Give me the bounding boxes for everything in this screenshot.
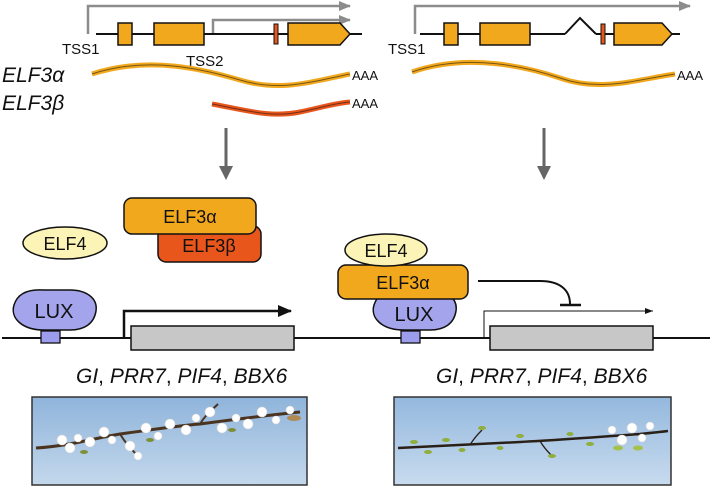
left-gene-model: TSS1 TSS2 ELF3α AAA ELF3β AAA — [2, 1, 378, 117]
left-elf3a-label: ELF3α — [163, 207, 216, 227]
right-gene-bbx6: BBX6 — [594, 365, 648, 388]
left-photo-flowering-branch — [31, 396, 308, 486]
right-target-genes: GI, PRR7, PIF4, BBX6 — [436, 365, 648, 388]
left-gene-pif4: PIF4 — [178, 365, 222, 388]
left-exon-3 — [273, 23, 279, 45]
right-tss1-arrow — [413, 1, 691, 34]
left-tss2-label: TSS2 — [186, 53, 224, 70]
left-exon-4 — [287, 22, 352, 46]
right-exon-4 — [613, 22, 674, 46]
right-gene-pif4: PIF4 — [538, 365, 582, 388]
right-polya-alpha: AAA — [677, 68, 703, 83]
left-transcription-arrow — [122, 305, 292, 338]
right-lux-binding-site — [400, 330, 421, 344]
left-gene-prr7: PRR7 — [110, 365, 167, 388]
left-target-genes: GI, PRR7, PIF4, BBX6 — [76, 365, 288, 388]
transcript-beta-mrna-outline — [211, 101, 351, 115]
left-exon-1 — [117, 22, 133, 46]
left-tss2-arrow — [211, 15, 351, 34]
right-gene-model: TSS1 AAA — [388, 1, 703, 87]
right-gene-prr7: PRR7 — [470, 365, 527, 388]
right-exon-1 — [443, 22, 459, 46]
right-weak-transcription-arrow — [483, 308, 653, 338]
right-photo-leafy-branch — [393, 396, 672, 486]
left-elf3a-protein — [123, 197, 257, 235]
left-elf4-protein — [22, 226, 108, 260]
left-elf4-label: ELF4 — [43, 234, 86, 254]
right-elf4-protein — [344, 233, 428, 267]
right-down-arrow — [537, 128, 551, 180]
left-exon-2 — [153, 22, 205, 46]
left-polya-beta: AAA — [352, 96, 378, 111]
left-lux-label: LUX — [35, 301, 74, 323]
left-down-arrow — [219, 128, 233, 180]
transcript-alpha-mrna-outline — [91, 64, 351, 87]
right-evening-complex: LUX ELF3α ELF4 GI, PRR7, PIF4, BBX6 — [337, 233, 710, 388]
left-gene-gi: GI — [76, 365, 98, 388]
right-splice-junction — [564, 16, 597, 35]
right-exon-3 — [600, 23, 606, 45]
transcript-alpha-label: ELF3α — [2, 64, 65, 87]
right-elf4-label: ELF4 — [364, 241, 407, 261]
right-repression-arrow — [478, 280, 571, 305]
right-target-gene-box — [489, 325, 654, 351]
left-elf3b-label: ELF3β — [182, 236, 235, 256]
left-protein-complex: ELF4 ELF3β ELF3α LUX GI, PRR7, PIF4, BBX… — [2, 197, 340, 388]
right-tss1-label: TSS1 — [388, 41, 426, 58]
left-tss1-label: TSS1 — [62, 41, 100, 58]
left-polya-alpha: AAA — [352, 68, 378, 83]
left-tss1-arrow — [86, 1, 351, 34]
left-target-gene-box — [130, 325, 295, 351]
left-gene-bbx6: BBX6 — [234, 365, 288, 388]
right-exon-2 — [479, 22, 531, 46]
transcript-beta-label: ELF3β — [2, 92, 64, 115]
left-lux-protein — [12, 289, 97, 331]
right-lux-label: LUX — [395, 304, 434, 326]
right-elf3a-label: ELF3α — [376, 273, 429, 293]
left-lux-binding-site — [40, 330, 61, 344]
right-transcript-alpha-mrna-outline — [411, 62, 676, 85]
right-gene-gi: GI — [436, 365, 458, 388]
